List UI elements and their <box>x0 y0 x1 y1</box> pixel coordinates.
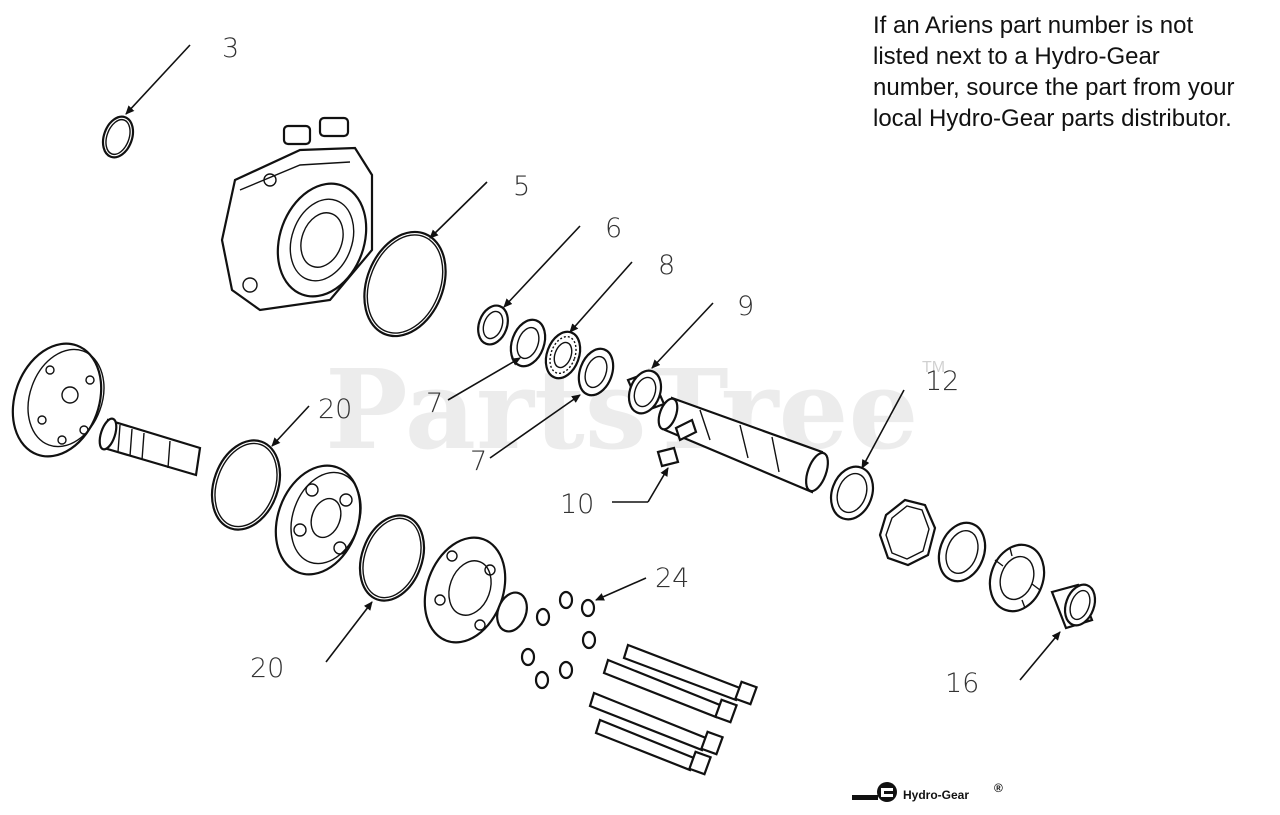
part-16-needle-bearing[interactable] <box>1050 580 1100 630</box>
hydro-gear-registered-mark: ® <box>994 781 1003 795</box>
leader-lines <box>125 44 1061 681</box>
part-12-washer[interactable] <box>824 461 880 525</box>
callout-10: 10 <box>560 489 594 520</box>
bolts[interactable] <box>588 643 759 776</box>
callout-7-b: 7 <box>470 446 487 477</box>
callout-24: 24 <box>655 563 689 594</box>
parts-tree-watermark: PartsTree <box>325 345 919 474</box>
sourcing-note-line: If an Ariens part number is not <box>873 12 1194 39</box>
hydro-gear-logo-text: Hydro-Gear <box>903 788 969 802</box>
callout-6: 6 <box>605 213 622 244</box>
part-6-seal[interactable] <box>473 301 513 348</box>
small-seal[interactable] <box>492 588 532 635</box>
output-shaft[interactable] <box>655 396 832 494</box>
splined-collar[interactable] <box>981 537 1053 619</box>
seal-ring[interactable] <box>878 498 937 567</box>
callout-9: 9 <box>737 291 754 322</box>
part-7-washer-a[interactable] <box>505 315 551 371</box>
sourcing-note: If an Ariens part number is not listed n… <box>873 10 1273 134</box>
part-7-washer-b[interactable] <box>573 344 619 400</box>
end-cap[interactable] <box>0 331 117 469</box>
part-9-bearing[interactable] <box>623 366 666 418</box>
part-8-thrust-bearing[interactable] <box>540 327 586 383</box>
callout-20-a: 20 <box>318 394 352 425</box>
callout-7-a: 7 <box>426 388 443 419</box>
gerotor-set[interactable] <box>261 454 374 587</box>
callout-5: 5 <box>513 171 530 202</box>
motor-housing[interactable] <box>220 116 381 312</box>
trademark-mark: TM <box>922 359 945 376</box>
part-5-o-ring[interactable] <box>350 220 461 349</box>
part-10-key[interactable] <box>656 446 680 468</box>
sourcing-note-line: number, source the part from your <box>873 74 1235 101</box>
part-20-o-ring-b[interactable] <box>349 506 435 609</box>
part-20-o-ring-a[interactable] <box>200 431 292 539</box>
splined-drive-shaft[interactable] <box>96 417 202 477</box>
callout-16: 16 <box>945 668 979 699</box>
retainer-ring[interactable] <box>931 516 993 587</box>
sourcing-note-line: listed next to a Hydro-Gear <box>873 43 1160 70</box>
end-plate[interactable] <box>411 526 519 653</box>
part-3-o-ring[interactable] <box>98 112 139 161</box>
callout-3: 3 <box>222 33 239 64</box>
callout-8: 8 <box>658 250 675 281</box>
sourcing-note-line: local Hydro-Gear parts distributor. <box>873 105 1232 132</box>
part-24-washers[interactable] <box>520 590 597 690</box>
callout-labels: 3 5 6 7 7 8 9 10 12 16 20 20 24 <box>222 33 979 699</box>
hydro-gear-logo: Hydro-Gear ® <box>852 781 1003 802</box>
callout-20-b: 20 <box>250 653 284 684</box>
callout-12: 12 <box>925 366 959 397</box>
